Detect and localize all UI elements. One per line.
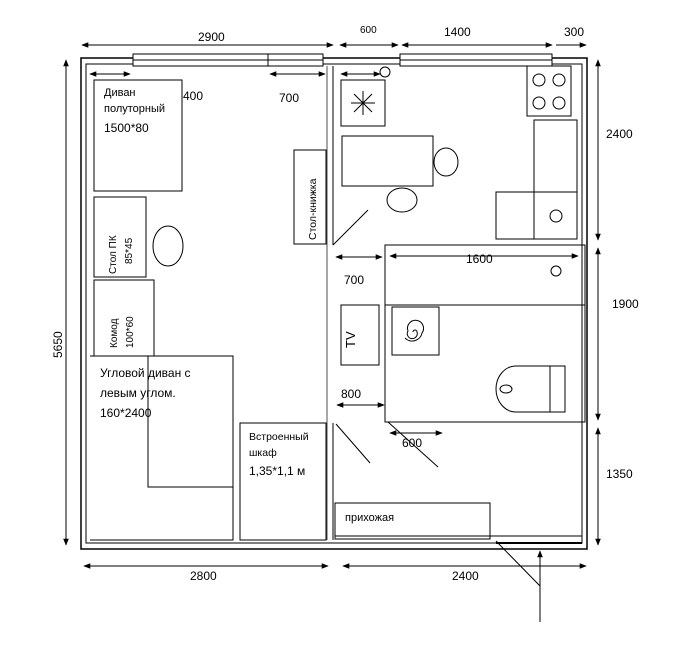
book-table-label: Стол-книжка bbox=[307, 178, 319, 240]
tv-stand bbox=[340, 304, 380, 366]
kitchen-counter bbox=[533, 119, 578, 240]
hallway-cabinet bbox=[334, 502, 491, 540]
kitchen-table bbox=[341, 135, 434, 187]
dim-700-top: 700 bbox=[279, 91, 299, 105]
wardrobe-label-1: Встроенный bbox=[249, 431, 309, 443]
entrance-door-swing bbox=[495, 540, 541, 587]
dim-hall-800: 800 bbox=[341, 387, 361, 401]
stove-burners-icon bbox=[532, 73, 566, 110]
dim-bottom-right: 2400 bbox=[452, 569, 479, 583]
hallway-label: прихожая bbox=[345, 512, 394, 524]
stove bbox=[526, 65, 572, 117]
dim-bath-door: 600 bbox=[402, 436, 422, 450]
dim-top-door: 600 bbox=[360, 25, 377, 36]
kitchen-chair-bottom bbox=[386, 187, 418, 213]
dim-400: 400 bbox=[183, 89, 203, 103]
dim-top-kitchen: 1400 bbox=[444, 25, 471, 39]
dim-bottom-left: 2800 bbox=[190, 569, 217, 583]
outer-wall bbox=[80, 57, 588, 550]
fridge bbox=[340, 79, 386, 127]
built-in-wardrobe bbox=[239, 422, 327, 541]
inner-wall bbox=[85, 63, 583, 544]
room-door bbox=[335, 423, 371, 464]
pc-table bbox=[93, 196, 147, 278]
sofa-label-3: 1500*80 bbox=[104, 121, 149, 135]
wardrobe-label-2: шкаф bbox=[249, 447, 277, 459]
pc-chair bbox=[152, 225, 184, 267]
sofa-label-2: полуторный bbox=[104, 103, 165, 115]
kitchen-door bbox=[332, 209, 369, 246]
kitchen-sink-unit bbox=[495, 191, 578, 240]
spiral-icon bbox=[404, 319, 425, 342]
sofa-label-1: Диван bbox=[104, 87, 136, 99]
toilet-seat bbox=[499, 384, 513, 394]
dim-right-hall: 1350 bbox=[606, 467, 633, 481]
corner-sofa-label-2: левым углом. bbox=[100, 386, 176, 400]
dresser-label-2: 100*60 bbox=[125, 316, 136, 348]
snowflake-icon bbox=[351, 91, 375, 115]
dim-bath-gap: 700 bbox=[344, 273, 364, 287]
dim-right-kitchen: 2400 bbox=[606, 127, 633, 141]
dim-right-bath: 1900 bbox=[612, 297, 639, 311]
dim-bath-width: 1600 bbox=[466, 252, 493, 266]
dim-top-right: 300 bbox=[564, 25, 584, 39]
dresser-label-1: Комод bbox=[109, 318, 120, 348]
corner-sofa-inner bbox=[147, 356, 233, 488]
washing-machine bbox=[391, 306, 440, 356]
sofa-one-and-half bbox=[93, 79, 183, 192]
pc-table-label-1: Стол ПК bbox=[108, 235, 119, 274]
tv-label: TV bbox=[343, 331, 358, 348]
kitchen-chair-right bbox=[433, 147, 459, 177]
book-table bbox=[293, 149, 327, 245]
kitchen-lamp bbox=[379, 66, 391, 78]
bath-door bbox=[387, 421, 439, 468]
kitchen-sink bbox=[549, 209, 563, 223]
dim-left: 5650 bbox=[51, 331, 65, 358]
dim-top-left: 2900 bbox=[198, 30, 225, 44]
pc-table-label-2: 85*45 bbox=[124, 237, 135, 264]
bathroom bbox=[384, 244, 586, 423]
toilet bbox=[495, 365, 566, 413]
dresser bbox=[93, 279, 155, 357]
corner-sofa-label-3: 160*2400 bbox=[100, 406, 152, 420]
bath-drain bbox=[550, 265, 562, 277]
wardrobe-label-3: 1,35*1,1 м bbox=[249, 464, 305, 478]
corner-sofa-label-1: Угловой диван с bbox=[100, 366, 191, 380]
corner-sofa bbox=[90, 355, 234, 541]
